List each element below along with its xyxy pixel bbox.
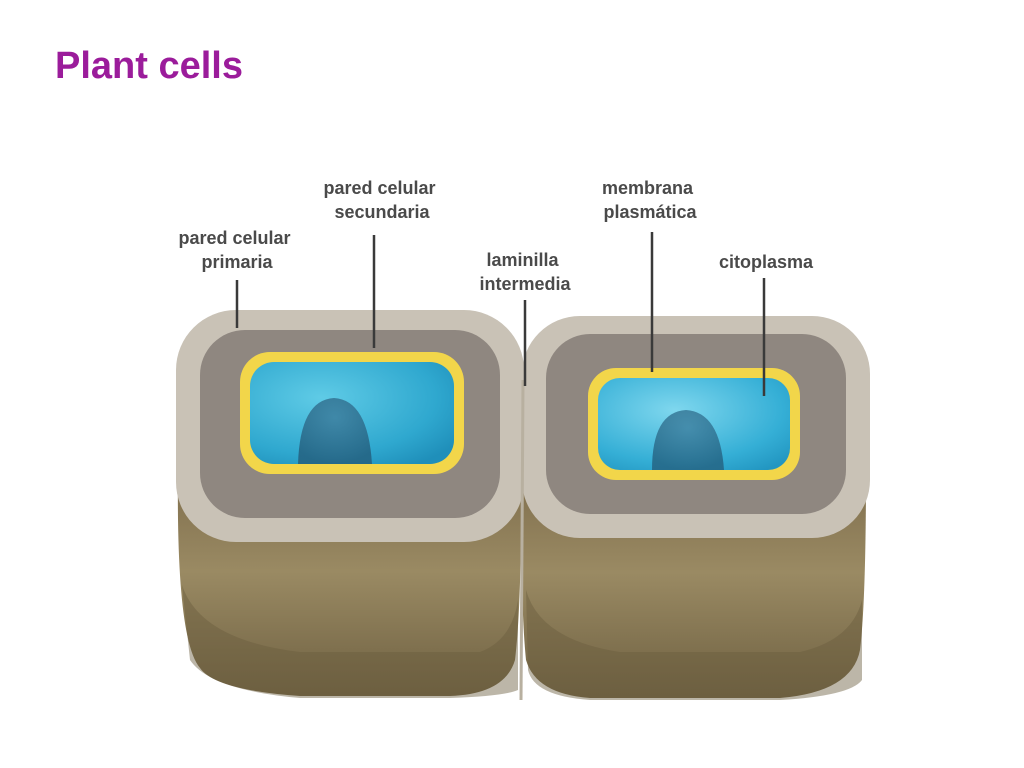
plasma-membrane-label: membrana plasmática	[602, 178, 698, 222]
slide-title: Plant cells	[55, 45, 243, 87]
secondary-wall-label: pared celular secundaria	[323, 178, 440, 222]
left-cell-side-shade	[182, 585, 518, 698]
right-nucleus	[652, 410, 724, 470]
cytoplasm-label: citoplasma	[719, 252, 814, 272]
left-cell	[176, 310, 524, 698]
right-cell	[521, 316, 870, 700]
middle-lamella-label: laminilla intermedia	[479, 250, 571, 294]
primary-wall-label: pared celular primaria	[178, 228, 295, 272]
leader-lines	[235, 232, 766, 396]
left-nucleus	[298, 398, 372, 464]
middle-lamella-seam	[519, 379, 525, 701]
right-cell-side-shade	[526, 590, 862, 700]
